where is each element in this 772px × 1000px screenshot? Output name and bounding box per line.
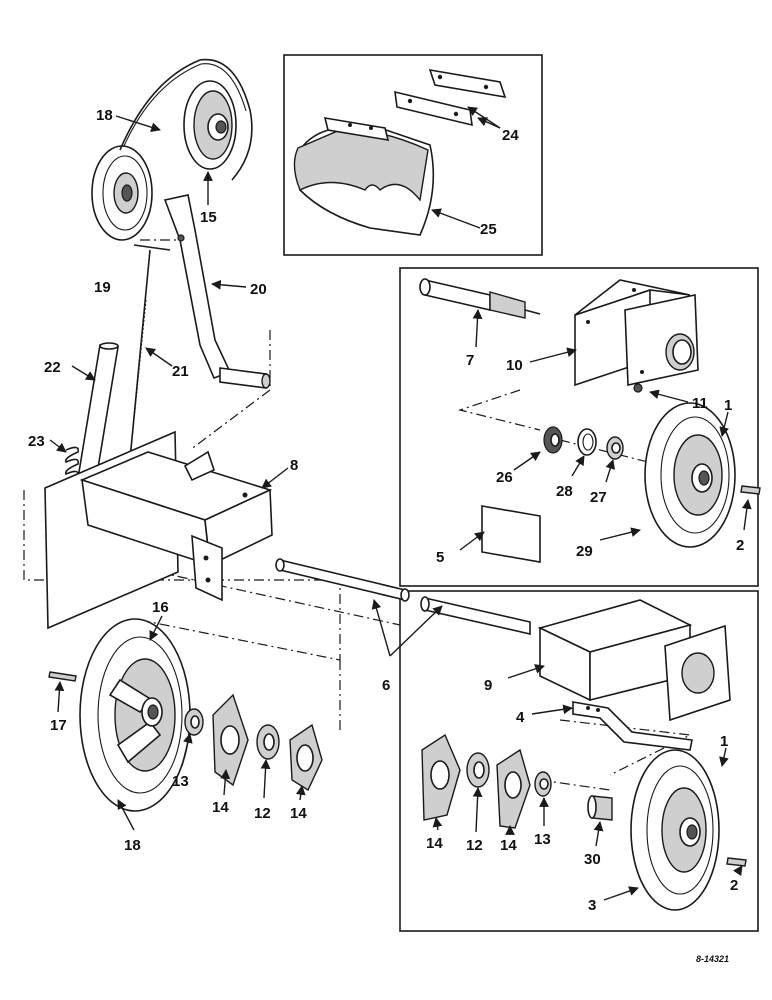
callout-15: 15 [200, 209, 217, 226]
bushing-30 [587, 795, 613, 821]
callout-14-left-a: 14 [212, 799, 229, 816]
callout-20: 20 [250, 281, 267, 298]
bearing-13-right [534, 771, 552, 797]
pulley-15 [183, 80, 237, 170]
callout-17: 17 [50, 717, 67, 734]
callout-2-top: 2 [736, 537, 744, 554]
callout-18-bottom: 18 [124, 837, 141, 854]
inset-frame-guard [283, 54, 543, 256]
callout-14-right-a: 14 [426, 835, 443, 852]
pin-2-bottom [726, 857, 747, 867]
callout-23: 23 [28, 433, 45, 450]
callout-11: 11 [692, 395, 708, 412]
callout-12-left: 12 [254, 805, 271, 822]
flange-14-left-b [289, 723, 323, 792]
pulley-16 [79, 618, 191, 812]
shaft-lower [420, 596, 531, 636]
callout-28: 28 [556, 483, 573, 500]
callout-26: 26 [496, 469, 513, 486]
pulley-19 [91, 145, 153, 241]
bearing-12-right [466, 752, 490, 788]
flange-14-left-a [212, 693, 249, 787]
pulley-3 [630, 749, 720, 911]
callout-12-right: 12 [466, 837, 483, 854]
housing-10 [574, 279, 699, 387]
belt-18 [119, 58, 253, 181]
plate-5 [481, 505, 541, 563]
leader-lines [49, 106, 752, 901]
bearing-27 [606, 436, 624, 460]
bracket-24 [394, 68, 507, 127]
bracket-4 [572, 701, 693, 751]
callout-4: 4 [516, 709, 525, 726]
spindle-7 [419, 278, 541, 319]
callout-24: 24 [502, 127, 519, 144]
callout-30: 30 [584, 851, 601, 868]
inset-frame-lower-assembly [399, 590, 759, 932]
callout-13-left: 13 [172, 773, 189, 790]
callout-6: 6 [382, 677, 390, 694]
callout-21: 21 [172, 363, 189, 380]
callout-14-right-b: 14 [500, 837, 517, 854]
callout-labels: 18 15 19 24 25 20 21 22 23 8 7 10 11 1 2… [28, 107, 744, 914]
idler-arm-20 [163, 194, 271, 389]
callout-13-right: 13 [534, 831, 551, 848]
callout-8: 8 [290, 457, 298, 474]
callout-25: 25 [480, 221, 497, 238]
shaft-6 [275, 558, 410, 602]
callout-18-top: 18 [96, 107, 113, 124]
bearing-13-left [184, 708, 204, 736]
callout-14-left-b: 14 [290, 805, 307, 822]
callout-1-bottom: 1 [720, 733, 728, 750]
drawing-number: 8-14321 [696, 954, 729, 964]
rod-21 [127, 244, 171, 481]
callout-1-top: 1 [724, 397, 732, 414]
bearing-12-left [256, 724, 280, 760]
callout-10: 10 [506, 357, 523, 374]
callout-9: 9 [484, 677, 492, 694]
flange-14-right-b [496, 748, 531, 829]
seal-26 [543, 426, 563, 454]
inset-frame-upper-assembly [399, 267, 759, 587]
flange-14-right-a [421, 733, 461, 821]
callout-22: 22 [44, 359, 61, 376]
pin-2-top [740, 485, 761, 495]
bracket-8 [44, 430, 273, 630]
callout-29: 29 [576, 543, 593, 560]
pulley-29 [644, 402, 736, 548]
callout-16: 16 [152, 599, 169, 616]
callout-3: 3 [588, 897, 596, 914]
guard-25 [293, 117, 435, 236]
callout-5: 5 [436, 549, 444, 566]
callout-19: 19 [94, 279, 111, 296]
pin-17 [48, 671, 77, 682]
housing-9 [537, 599, 731, 722]
callout-2-bottom: 2 [730, 877, 738, 894]
washer-28 [577, 428, 597, 456]
callout-27: 27 [590, 489, 607, 506]
grease-fitting-11 [633, 383, 643, 393]
callout-7: 7 [466, 352, 474, 369]
